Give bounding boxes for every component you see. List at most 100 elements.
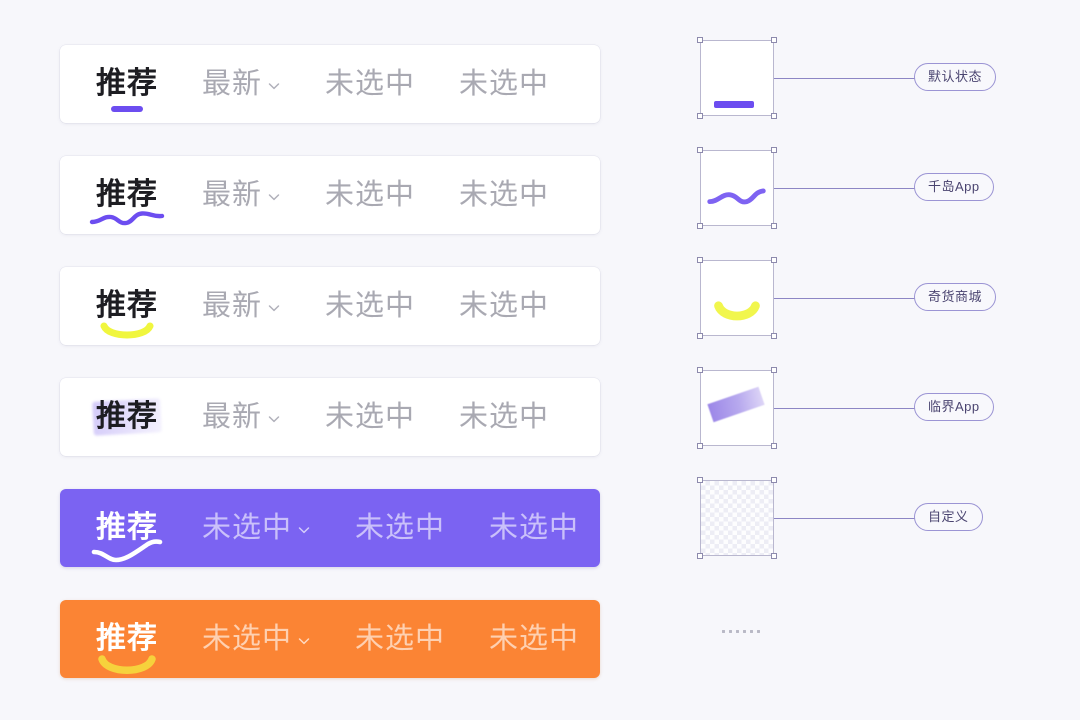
resize-handle-top-left[interactable] — [697, 477, 703, 483]
ellipsis-dot — [757, 630, 760, 633]
tab-label: 推荐 — [96, 178, 158, 211]
tab-label: 推荐 — [96, 289, 158, 322]
tab-label: 推荐 — [96, 400, 158, 433]
indicator-bar — [111, 106, 143, 112]
tab-item[interactable]: 最新 — [202, 402, 281, 432]
resize-handle-bottom-right[interactable] — [771, 443, 777, 449]
asset-label-chip[interactable]: 奇货商城 — [914, 283, 997, 311]
tab-label: 未选中 — [325, 67, 416, 100]
resize-handle-bottom-left[interactable] — [697, 553, 703, 559]
tab-list: 推荐 未选中 未选中 未选中 — [60, 511, 600, 563]
tab-label: 未选中 — [325, 289, 416, 322]
resize-handle-bottom-right[interactable] — [771, 113, 777, 119]
resize-handle-top-right[interactable] — [771, 147, 777, 153]
resize-handle-top-left[interactable] — [697, 147, 703, 153]
resize-handle-top-right[interactable] — [771, 367, 777, 373]
tab-label: 未选中 — [202, 622, 293, 655]
asset-label-chip[interactable]: 临界App — [914, 393, 994, 421]
chevron-down-icon[interactable] — [267, 190, 281, 204]
tab-item[interactable]: 未选中 — [459, 178, 550, 211]
chevron-down-icon[interactable] — [267, 79, 281, 93]
tab-list: 推荐 未选中 未选中 未选中 — [60, 622, 600, 674]
resize-handle-bottom-left[interactable] — [697, 223, 703, 229]
tab-label: 未选中 — [459, 400, 550, 433]
ellipsis-dot — [743, 630, 746, 633]
ellipsis-dot — [729, 630, 732, 633]
tab-item[interactable]: 未选中 — [325, 180, 415, 210]
asset-thumbnail-smile[interactable] — [697, 257, 777, 339]
resize-handle-top-left[interactable] — [697, 367, 703, 373]
tab-item[interactable]: 最新 — [202, 289, 281, 322]
resize-handle-bottom-left[interactable] — [697, 443, 703, 449]
asset-thumbnail-band[interactable] — [697, 367, 777, 449]
tab-item-active[interactable]: 推荐 — [89, 178, 165, 226]
tab-list: 推荐 最新 未选中 未选中 — [60, 178, 600, 226]
resize-handle-bottom-left[interactable] — [697, 113, 703, 119]
tab-item[interactable]: 未选中 — [459, 400, 550, 433]
tab-label: 未选中 — [459, 178, 550, 211]
tab-item[interactable]: 未选中 — [459, 67, 550, 100]
art-purple-bar — [714, 101, 754, 108]
resize-handle-top-right[interactable] — [771, 477, 777, 483]
tabbar-wave-underline[interactable]: 推荐 最新 未选中 未选中 — [60, 156, 600, 234]
tab-label: 未选中 — [202, 511, 293, 544]
tab-item[interactable]: 未选中 — [355, 624, 445, 654]
resize-handle-bottom-right[interactable] — [771, 333, 777, 339]
tab-label: 推荐 — [96, 511, 158, 544]
asset-thumbnail-wave[interactable] — [697, 147, 777, 229]
chevron-down-icon[interactable] — [297, 523, 311, 537]
tab-item[interactable]: 未选中 — [325, 402, 415, 432]
thumbnail-art — [701, 481, 773, 555]
indicator-wave — [89, 208, 165, 228]
resize-handle-top-left[interactable] — [697, 37, 703, 43]
chevron-down-icon[interactable] — [297, 634, 311, 648]
chevron-down-icon[interactable] — [267, 412, 281, 426]
tab-item[interactable]: 最新 — [202, 178, 281, 211]
tab-item[interactable]: 未选中 — [489, 622, 580, 655]
asset-label-chip[interactable]: 默认状态 — [914, 63, 997, 91]
tab-item[interactable]: 未选中 — [489, 511, 580, 544]
art-yellow-smile — [714, 301, 760, 321]
tab-label: 未选中 — [459, 67, 550, 100]
tab-label: 未选中 — [489, 511, 580, 544]
tabbar-orange-filled[interactable]: 推荐 未选中 未选中 未选中 — [60, 600, 600, 678]
tab-item[interactable]: 未选中 — [459, 291, 549, 321]
tabbar-smile-underline[interactable]: 推荐 最新 未选中 未选中 — [60, 267, 600, 345]
asset-thumbnail-custom[interactable] — [697, 477, 777, 559]
tabbar-default-underline-bar[interactable]: 推荐 最新 未选中 未选中 — [60, 45, 600, 123]
connector-line — [774, 78, 916, 79]
tab-label: 未选中 — [489, 622, 580, 655]
tabbar-purple-filled[interactable]: 推荐 未选中 未选中 未选中 — [60, 489, 600, 567]
resize-handle-top-right[interactable] — [771, 37, 777, 43]
resize-handle-bottom-right[interactable] — [771, 223, 777, 229]
asset-label-chip[interactable]: 千岛App — [914, 173, 994, 201]
tab-item[interactable]: 未选中 — [202, 622, 311, 655]
resize-handle-top-right[interactable] — [771, 257, 777, 263]
asset-label-chip[interactable]: 自定义 — [914, 503, 983, 531]
tab-label: 最新 — [202, 289, 263, 322]
tab-item[interactable]: 最新 — [202, 69, 281, 99]
connector-line — [774, 188, 916, 189]
more-ellipsis-icon — [722, 630, 760, 633]
tab-item-active[interactable]: 推荐 — [92, 398, 162, 436]
tab-item-active[interactable]: 推荐 — [96, 69, 158, 112]
chevron-down-icon[interactable] — [267, 301, 281, 315]
tabbar-highlight-wash[interactable]: 推荐 最新 未选中 未选中 — [60, 378, 600, 456]
connector-line — [774, 518, 916, 519]
tab-item-active[interactable]: 推荐 — [96, 289, 158, 339]
tab-item[interactable]: 未选中 — [202, 511, 311, 544]
tab-label: 最新 — [202, 178, 263, 211]
asset-thumbnail-default[interactable] — [697, 37, 777, 119]
resize-handle-top-left[interactable] — [697, 257, 703, 263]
tab-item[interactable]: 未选中 — [355, 513, 445, 543]
tab-item[interactable]: 未选中 — [325, 289, 416, 322]
tab-list: 推荐 最新 未选中 未选中 — [60, 398, 600, 436]
art-gradient-band — [707, 386, 765, 423]
tab-item-active[interactable]: 推荐 — [96, 624, 158, 674]
tab-item-active[interactable]: 推荐 — [91, 511, 163, 563]
resize-handle-bottom-left[interactable] — [697, 333, 703, 339]
resize-handle-bottom-right[interactable] — [771, 553, 777, 559]
tab-item[interactable]: 未选中 — [325, 67, 416, 100]
thumbnail-art — [701, 261, 773, 335]
